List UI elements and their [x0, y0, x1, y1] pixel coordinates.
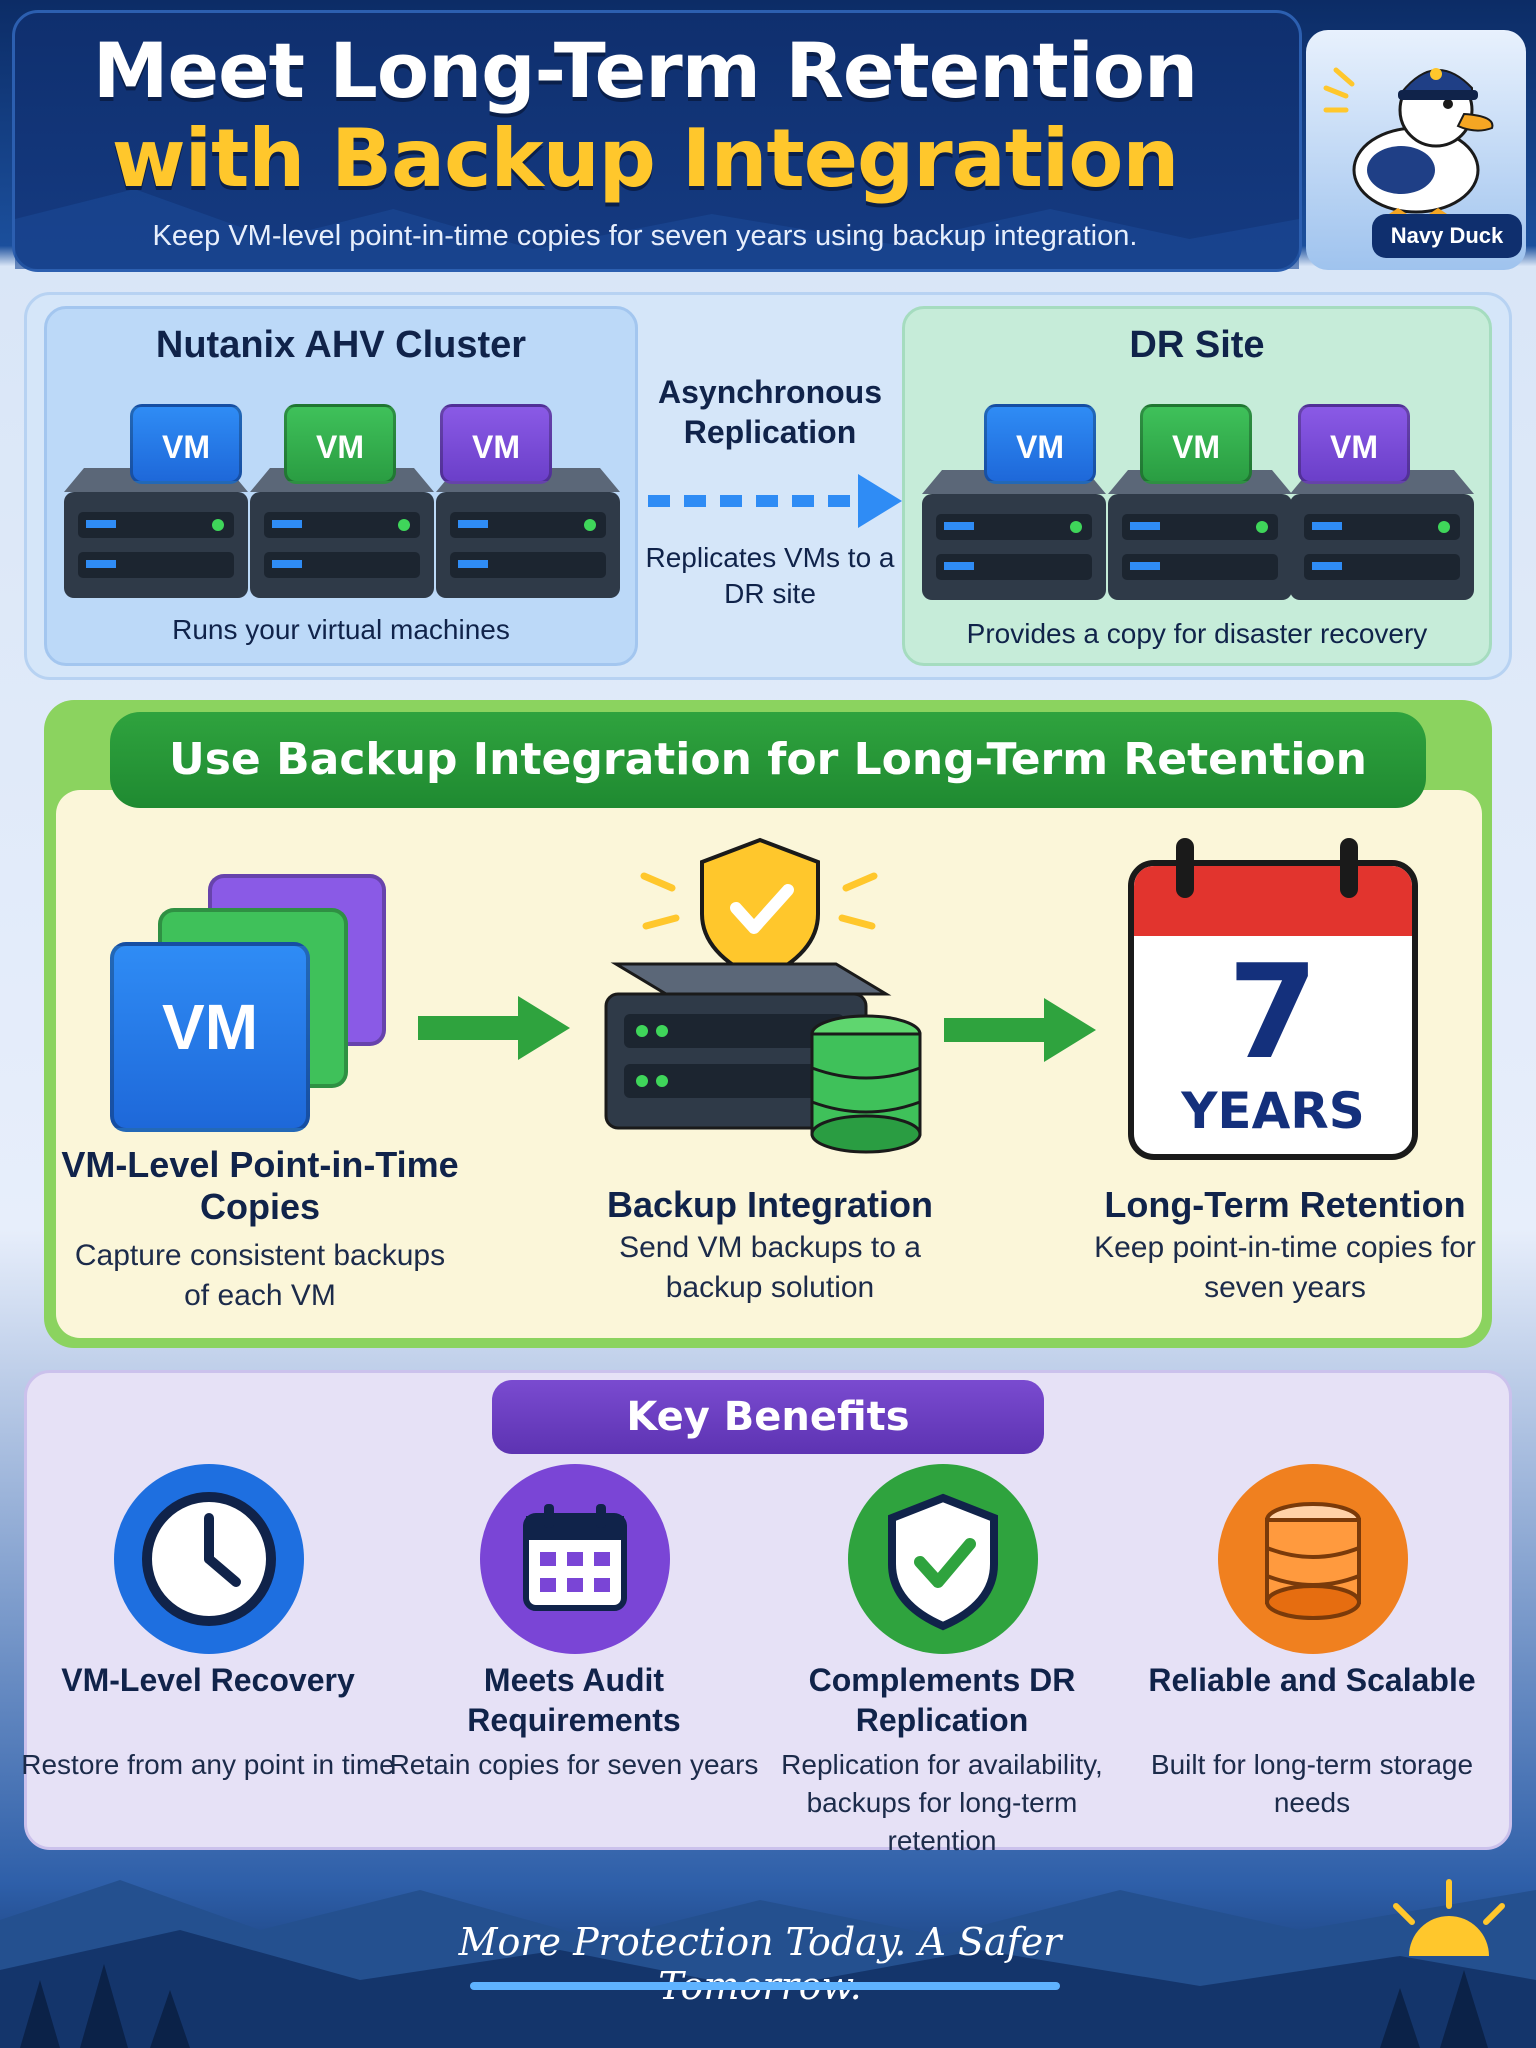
step-vm-copies-desc: Capture consistent backups of each VM [74, 1239, 446, 1312]
seven-years-calendar-icon: 7 YEARS [1128, 860, 1418, 1160]
server-2 [250, 468, 434, 598]
server-1 [64, 468, 248, 598]
benefits-banner: Key Benefits [492, 1380, 1044, 1454]
step-long-term-retention-desc: Keep point-in-time copies for seven year… [1094, 1231, 1476, 1304]
calendar-ring-left [1176, 838, 1194, 898]
benefit-desc-1: Restore from any point in time [21, 1749, 395, 1780]
server-icon [64, 468, 248, 598]
database-icon [1265, 1502, 1361, 1620]
benefit-circle-4 [1218, 1464, 1408, 1654]
dr-vm-3: VM [1298, 404, 1410, 484]
benefit-title-3: Complements DR Replication [808, 1662, 1076, 1738]
mountains-decoration [15, 189, 1299, 269]
vm-stack-front [110, 942, 310, 1132]
cluster-title: Nutanix AHV Cluster [155, 324, 527, 366]
benefit-circle-2 [480, 1464, 670, 1654]
benefit-circle-3 [848, 1464, 1038, 1654]
server-icon [1290, 470, 1474, 600]
step-long-term-retention-title: Long-Term Retention [1104, 1184, 1466, 1225]
benefit-desc-2: Retain copies for seven years [389, 1749, 759, 1780]
dr-site-caption: Provides a copy for disaster recovery [966, 618, 1428, 649]
dr-server-2 [1108, 470, 1292, 600]
calendar-number: 7 [1227, 936, 1319, 1088]
benefit-desc-4: Built for long-term storage needs [1150, 1749, 1474, 1818]
duck-mascot-icon [1323, 67, 1494, 216]
server-icon [1108, 470, 1292, 600]
step-vm-copies-title: VM-Level Point-in-Time Copies [61, 1144, 459, 1227]
dr-vm-1: VM [984, 404, 1096, 484]
calendar-ring-right [1340, 838, 1358, 898]
benefit-title-1: VM-Level Recovery [61, 1662, 355, 1698]
dr-server-3 [1290, 470, 1474, 600]
calendar-icon [523, 1504, 627, 1611]
arrow-right-icon [944, 998, 1096, 1062]
cluster-vm-3: VM [440, 404, 552, 484]
header-banner [12, 10, 1302, 272]
replication-caption: Replicates VMs to a DR site [645, 542, 895, 609]
dr-vm-2: VM [1140, 404, 1252, 484]
cluster-caption: Runs your virtual machines [172, 614, 510, 645]
cluster-vm-1: VM [130, 404, 242, 484]
dr-site-title: DR Site [1129, 324, 1265, 366]
backup-server-shield-icon [604, 837, 922, 1154]
step-backup-integration-desc: Send VM backups to a backup solution [619, 1231, 921, 1304]
page-subtitle: Keep VM-level point-in-time copies for s… [152, 220, 1138, 252]
mascot-name-badge: Navy Duck [1372, 214, 1522, 258]
vm-stack-label: VM [162, 991, 258, 1063]
footer-tagline: More Protection Today. A Safer Tomorrow. [458, 1920, 1062, 2008]
calendar-unit: YEARS [1181, 1082, 1365, 1140]
page-title-line-1: Meet Long-Term Retention [92, 26, 1198, 115]
server-3 [436, 468, 620, 598]
benefit-desc-3: Replication for availability, backups fo… [781, 1749, 1103, 1856]
server-icon [250, 468, 434, 598]
step-backup-integration-title: Backup Integration [606, 1184, 934, 1225]
server-icon [922, 470, 1106, 600]
sun-icon [1393, 1879, 1505, 1956]
footer-underline [470, 1982, 1060, 1990]
clock-icon [142, 1492, 276, 1626]
shield-check-icon [888, 1493, 998, 1631]
mascot-panel [1306, 30, 1526, 270]
dashed-arrow-icon [648, 474, 902, 528]
backup-section-banner: Use Backup Integration for Long-Term Ret… [110, 712, 1426, 808]
page-title-line-2: with Backup Integration [111, 112, 1180, 205]
server-icon [436, 468, 620, 598]
replication-title: Asynchronous Replication [657, 374, 883, 450]
benefit-circle-1 [114, 1464, 304, 1654]
benefit-title-2: Meets Audit Requirements [467, 1662, 681, 1738]
arrow-right-icon [418, 996, 570, 1060]
dr-server-1 [922, 470, 1106, 600]
benefit-title-4: Reliable and Scalable [1148, 1662, 1476, 1698]
cluster-vm-2: VM [284, 404, 396, 484]
